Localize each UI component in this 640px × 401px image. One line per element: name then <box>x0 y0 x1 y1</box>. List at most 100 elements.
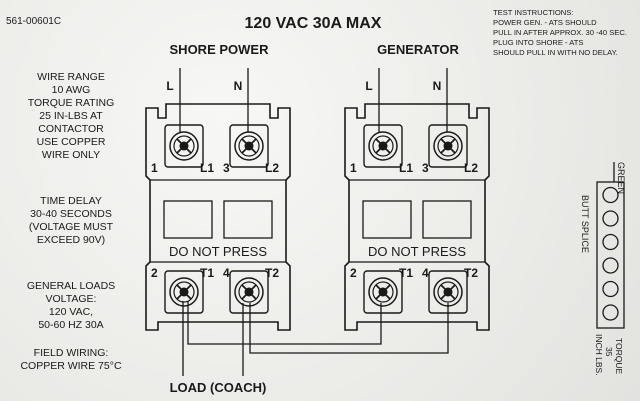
terminal-screw <box>169 131 199 161</box>
screw-slot <box>440 284 456 300</box>
terminal-screw-ring <box>437 135 459 157</box>
note-line: 25 IN-LBS AT <box>39 110 103 122</box>
wire-range-note: WIRE RANGE 10 AWG TORQUE RATING 25 IN-LB… <box>28 71 115 161</box>
note-line: FIELD WIRING: <box>34 347 109 359</box>
terminal-screw <box>368 277 398 307</box>
field-wiring-note: FIELD WIRING: COPPER WIRE 75°C <box>20 347 121 372</box>
terminal-screw <box>368 131 398 161</box>
note-line: WIRE ONLY <box>42 149 100 161</box>
terminal-label-l1: L1 <box>399 161 413 175</box>
terminal-label-t2: T2 <box>265 266 279 280</box>
note-line: 30-40 SECONDS <box>30 208 112 220</box>
terminal-label-t1: T1 <box>399 266 413 280</box>
load-label: LOAD (COACH) <box>170 380 267 395</box>
test-instructions-line: POWER GEN. - ATS SHOULD <box>493 18 597 27</box>
load-wiring <box>182 301 449 376</box>
green-label: GREEN <box>616 162 626 194</box>
note-line: VOLTAGE: <box>46 293 97 305</box>
line-lead-label: L <box>365 79 372 93</box>
terminal-screw-ring <box>238 135 260 157</box>
terminal-label-3: 3 <box>422 161 429 175</box>
screw-slot <box>176 138 192 154</box>
note-line: (VOLTAGE MUST <box>29 221 114 233</box>
note-line: EXCEED 90V) <box>37 234 105 246</box>
terminal-screw-ring <box>372 135 394 157</box>
screw-slot <box>440 138 456 154</box>
note-line: 120 VAC, <box>49 306 93 318</box>
note-line: COPPER WIRE 75°C <box>20 360 121 372</box>
screw-slot <box>241 284 257 300</box>
note-line: WIRE RANGE <box>37 71 105 83</box>
contactor-title: GENERATOR <box>377 42 459 57</box>
splice-hole <box>602 186 619 204</box>
terminal-screw-ring <box>173 135 195 157</box>
test-instructions-line: PULL IN AFTER APPROX. 30 -40 SEC. <box>493 28 627 37</box>
torque-line: 35 <box>604 347 614 357</box>
terminal-screw <box>234 131 264 161</box>
splice-hole <box>602 304 619 321</box>
terminal-label-1: 1 <box>151 161 158 175</box>
terminal-housing <box>428 124 468 168</box>
terminal-screw-ring <box>437 281 459 303</box>
terminal-housing <box>164 270 204 314</box>
splice-hole <box>602 233 619 251</box>
terminal-housing <box>164 124 204 168</box>
screw-slot <box>375 138 391 154</box>
splice-holes <box>602 186 619 321</box>
general-loads-note: GENERAL LOADS VOLTAGE: 120 VAC, 50-60 HZ… <box>27 280 115 331</box>
contact-window <box>163 200 213 239</box>
neutral-lead-label: N <box>234 79 243 93</box>
note-line: 50-60 HZ 30A <box>38 319 103 331</box>
terminal-label-2: 2 <box>151 266 158 280</box>
terminal-label-l1: L1 <box>200 161 214 175</box>
do-not-press-warning: DO NOT PRESS <box>368 244 466 259</box>
terminal-label-4: 4 <box>223 266 230 280</box>
contact-window <box>362 200 412 239</box>
screw-slot <box>241 138 257 154</box>
terminal-label-t1: T1 <box>200 266 214 280</box>
terminal-label-1: 1 <box>350 161 357 175</box>
terminal-label-l2: L2 <box>265 161 279 175</box>
do-not-press-warning: DO NOT PRESS <box>169 244 267 259</box>
splice-hole <box>602 280 619 298</box>
contact-window <box>223 200 273 239</box>
test-instructions-line: PLUG INTO SHORE - ATS <box>493 38 583 47</box>
terminal-label-4: 4 <box>422 266 429 280</box>
terminal-screw-ring <box>173 281 195 303</box>
terminal-housing <box>229 270 269 314</box>
butt-splice-label: BUTT SPLICE <box>580 195 590 253</box>
terminal-screw <box>169 277 199 307</box>
part-number: 561-00601C <box>6 16 61 27</box>
note-line: GENERAL LOADS <box>27 280 115 292</box>
torque-line: INCH LBS. <box>594 334 604 376</box>
time-delay-note: TIME DELAY 30-40 SECONDS (VOLTAGE MUST E… <box>29 195 114 246</box>
test-instructions: TEST INSTRUCTIONS: POWER GEN. - ATS SHOU… <box>493 8 627 57</box>
load-wire <box>249 303 449 354</box>
contact-window <box>422 200 472 239</box>
terminal-housing <box>363 124 403 168</box>
note-line: CONTACTOR <box>38 123 104 135</box>
terminal-screw <box>433 131 463 161</box>
terminal-label-3: 3 <box>223 161 230 175</box>
splice-hole <box>602 257 619 274</box>
test-instructions-line: SHOULD PULL IN WITH NO DELAY. <box>493 48 618 57</box>
note-line: USE COPPER <box>37 136 106 148</box>
contactor-title: SHORE POWER <box>170 42 270 57</box>
torque-label: TORQUE 35 INCH LBS. <box>594 334 624 376</box>
screw-slot <box>375 284 391 300</box>
terminal-screw-ring <box>372 281 394 303</box>
terminal-housing <box>229 124 269 168</box>
diagram-title: 120 VAC 30A MAX <box>245 15 382 32</box>
line-lead-label: L <box>166 79 173 93</box>
splice-hole <box>602 210 619 227</box>
terminal-label-t2: T2 <box>464 266 478 280</box>
splice-block <box>596 181 625 329</box>
terminal-screw-ring <box>238 281 260 303</box>
terminal-screw <box>234 277 264 307</box>
terminal-housing <box>363 270 403 314</box>
terminal-label-2: 2 <box>350 266 357 280</box>
test-instructions-line: TEST INSTRUCTIONS: <box>493 8 573 17</box>
